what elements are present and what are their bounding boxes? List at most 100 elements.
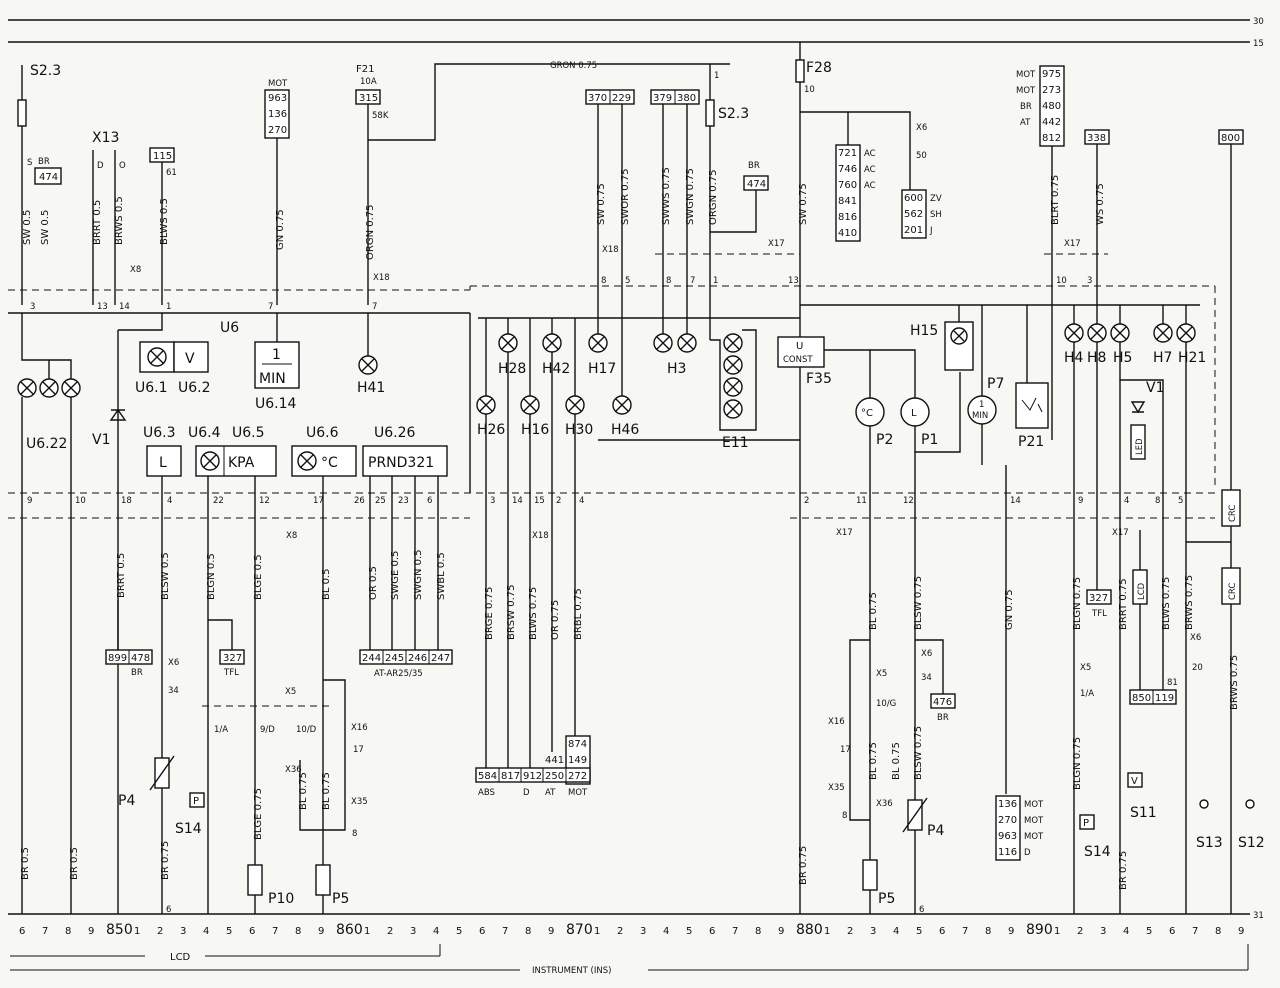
svg-text:D: D [523,788,530,798]
instrument-label: INSTRUMENT (INS) [532,966,611,976]
lcd-box-label: LCD [1137,582,1147,600]
wire-label-brsw075: BRSW 0.75 [506,585,517,641]
u6-3-box [146,445,182,477]
scale-tick-label: 5 [226,926,232,937]
s13-contact-icon [1199,799,1209,809]
p4-left-arrow [149,755,175,791]
scale-tick-label: 5 [456,926,462,937]
svg-text:BR: BR [937,713,949,723]
p21-icon [1021,397,1043,413]
s11-v: V [1131,776,1138,787]
scale-tick-label: 7 [502,926,508,937]
svg-text:338: 338 [1087,133,1106,144]
svg-text:3: 3 [490,496,495,506]
p5-left-label: P5 [332,891,349,907]
wire-label-orgn075-b: ORGN 0.75 [708,170,719,226]
crc-top-label: CRC [1228,505,1238,522]
p4-right-label: P4 [927,823,944,839]
pin-s: S [27,158,32,168]
f21-label: F21 [356,64,374,75]
h30-lamp-icon [565,395,585,415]
svg-text:270: 270 [268,125,287,136]
svg-text:9: 9 [27,496,32,506]
pin-q10: 10 [1056,276,1067,286]
wire-label-gn075: GN 0.75 [275,209,286,250]
wire-label-ws075: WS 0.75 [1095,183,1106,225]
u6-22-lamps [17,378,81,398]
module-outline-left [8,285,1216,519]
f28-fuse [795,59,805,83]
f35-box [777,336,825,368]
svg-text:841: 841 [838,196,857,207]
x5-label-right: X5 [876,669,887,679]
svg-text:5: 5 [1178,496,1183,506]
svg-text:SH: SH [930,210,942,220]
pin-6-left: 6 [166,905,171,915]
svg-text:13: 13 [788,276,799,286]
u6-6-symbol: °C [321,455,338,471]
p1-return [914,372,961,453]
rail-30-label: 30 [1253,17,1264,27]
scale-tick-label: 3 [640,926,646,937]
wire-label-brrt075: BRRT 0.75 [1118,578,1129,630]
svg-text:X8: X8 [130,265,141,275]
h7-label: H7 [1153,350,1172,366]
scale-tick-label: 2 [387,926,393,937]
v1-left-label: V1 [92,432,110,448]
wire-label-blgn05: BLGN 0.5 [206,553,217,600]
wire-label-swgn05: SWGN 0.5 [413,549,424,600]
scale-tick-label: 9 [548,926,554,937]
svg-text:7: 7 [690,276,695,286]
svg-text:812: 812 [1042,133,1061,144]
wire-label-blsw075-b: BLSW 0.75 [913,726,924,780]
svg-text:14: 14 [512,496,523,506]
svg-text:119: 119 [1155,693,1174,704]
code-338-box: 338 [1084,129,1110,145]
e11-lamp-icon-2 [723,355,743,375]
f35-out-2 [870,349,916,398]
e11-label: E11 [722,435,749,451]
u6-6-label: U6.6 [306,425,339,441]
wire-label-br05-a: BR 0.5 [20,847,31,880]
scale-tick-label: 1 [594,926,600,937]
at-list-box: 244 245 246 247 AT-AR25/35 [359,649,453,679]
scale-tick-label: 8 [295,926,301,937]
p5-right-label: P5 [878,891,895,907]
wire-label-sw05-b: SW 0.5 [40,210,51,245]
pin-17-left: 17 [353,745,364,755]
x6-label-right: X6 [1190,633,1201,643]
pin-q3: 3 [1087,276,1092,286]
scale-tick-label: 8 [1215,926,1221,937]
svg-text:J: J [929,226,933,236]
svg-text:476: 476 [933,697,952,708]
p1-label: P1 [921,432,938,448]
svg-text:X18: X18 [532,531,549,541]
svg-text:272: 272 [568,771,587,782]
wire-label-blgn075-b: BLGN 0.75 [1072,737,1083,790]
p5-loop-left [323,679,346,831]
f21-note: 58K [372,111,389,121]
u6-2-symbol: V [185,351,195,367]
br476-wire [915,639,944,694]
scale-tick-label: 9 [778,926,784,937]
p7-sym-top: 1 [979,400,984,410]
svg-text:478: 478 [131,653,150,664]
h41-lamp-icon [358,355,378,375]
f35-bottom: CONST [783,355,813,365]
scale-tick-label: 7 [962,926,968,937]
pin-50: 50 [916,151,927,161]
mid-upper-wires [597,104,711,396]
mot-bottom-box: 136 270 963 116 MOT MOT MOT D [995,795,1044,861]
h30-label: H30 [565,422,593,438]
s11-label: S11 [1130,805,1157,821]
h21-lamp-icon [1176,323,1196,343]
svg-text:BR: BR [1020,102,1032,112]
wire-label-sw075-b: SW 0.75 [798,183,809,225]
scale-tick-label: 3 [180,926,186,937]
f35-label: F35 [806,371,832,387]
wire-label-brws075-b: BRWS 0.75 [1229,655,1240,710]
u6-1-label: U6.1 [135,380,168,396]
f28-label: F28 [806,60,832,76]
scale-tick-label: 890 [1026,922,1053,938]
